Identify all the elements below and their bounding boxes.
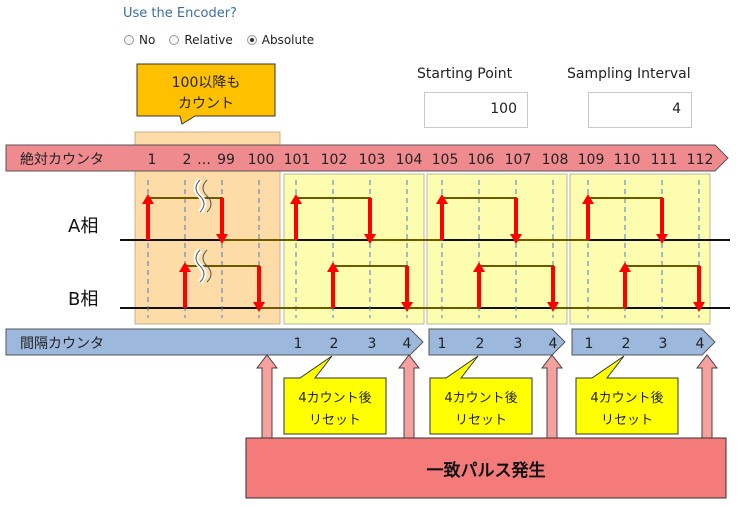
- interval-count-1-3: 4: [549, 336, 558, 352]
- radio-relative-label: Relative: [184, 33, 233, 47]
- callout-top-line2: カウント: [178, 96, 234, 112]
- radio-absolute[interactable]: Absolute: [246, 33, 315, 47]
- radio-no[interactable]: No: [124, 33, 155, 47]
- match-pulse-box: [245, 437, 727, 499]
- match-pulse-label: 一致パルス発生: [427, 460, 546, 481]
- interval-count-2-2: 3: [659, 336, 668, 352]
- phase-a-falling-edge-2: [510, 198, 522, 244]
- radio-relative-circle[interactable]: [169, 35, 180, 45]
- reset-callout-line1-0: 4カウント後: [298, 391, 371, 406]
- phase-b-rising-edge-1: [327, 262, 339, 308]
- phase-b-rising-edge-0: [179, 262, 191, 308]
- absolute-count-16: 112: [687, 152, 714, 168]
- interval-count-2-1: 2: [622, 336, 631, 352]
- absolute-count-9: 105: [432, 152, 459, 168]
- callout-continue-count: 100以降も カウント: [136, 63, 276, 125]
- absolute-count-4: 100: [248, 152, 275, 168]
- interval-count-0-1: 2: [330, 336, 339, 352]
- phase-a-rising-edge-3: [582, 194, 594, 240]
- radio-absolute-circle[interactable]: [246, 35, 257, 45]
- interval-count-0-2: 3: [368, 336, 377, 352]
- absolute-count-0: 1: [148, 152, 157, 168]
- callout-top-line1: 100以降も: [172, 75, 241, 91]
- absolute-count-12: 108: [542, 152, 569, 168]
- pulse-arrow-0: [255, 354, 279, 439]
- phase-b-rising-edge-2: [473, 262, 485, 308]
- interval-count-2-0: 1: [585, 336, 594, 352]
- interval-count-0-0: 1: [294, 336, 303, 352]
- absolute-count-1: 2: [183, 152, 192, 168]
- absolute-count-15: 111: [651, 152, 678, 168]
- absolute-count-11: 107: [505, 152, 532, 168]
- interval-count-1-1: 2: [476, 336, 485, 352]
- region-interval-3: [569, 173, 711, 325]
- phase-a-rising-edge-2: [436, 194, 448, 240]
- interval-count-2-3: 4: [696, 336, 705, 352]
- absolute-count-8: 104: [396, 152, 423, 168]
- phase-a-falling-edge-3: [656, 198, 668, 244]
- absolute-counter-label: 絶対カウンタ: [20, 152, 104, 168]
- phase-a-falling-edge-0: [216, 198, 228, 244]
- starting-point-input[interactable]: 100: [424, 92, 528, 128]
- interval-count-1-0: 1: [438, 336, 447, 352]
- break-mark-a: [193, 178, 212, 214]
- absolute-count-3: 99: [217, 152, 235, 168]
- absolute-count-14: 110: [614, 152, 641, 168]
- reset-callout-line1-1: 4カウント後: [444, 391, 517, 406]
- reset-callout-line2-0: リセット: [309, 413, 361, 428]
- encoder-question: Use the Encoder?: [123, 6, 237, 21]
- starting-point-label: Starting Point: [417, 66, 513, 82]
- phase-b-falling-edge-0: [253, 266, 265, 312]
- phase-a-label: A相: [68, 216, 98, 237]
- phase-b-falling-edge-3: [693, 266, 705, 312]
- phase-a-rising-edge-1: [290, 194, 302, 240]
- sampling-interval-label: Sampling Interval: [567, 66, 691, 82]
- phase-b-falling-edge-1: [401, 266, 413, 312]
- phase-a-falling-edge-1: [364, 198, 376, 244]
- interval-count-0-3: 4: [403, 336, 412, 352]
- interval-counter-bar: 間隔カウンタ 1 2 3 4 1 2 3 4 1 2 3 4: [5, 328, 716, 356]
- phase-b-rising-edge-3: [619, 262, 631, 308]
- radio-relative[interactable]: Relative: [169, 33, 233, 47]
- phase-b-label: B相: [68, 289, 98, 310]
- reset-callout-line1-2: 4カウント後: [590, 391, 663, 406]
- pulse-arrow-2: [540, 354, 564, 439]
- sampling-interval-input[interactable]: 4: [588, 92, 692, 128]
- phase-a-rising-edge-0: [142, 194, 154, 240]
- pulse-arrow-3: [695, 354, 719, 439]
- absolute-count-5: 101: [284, 152, 311, 168]
- encoder-radio-group: No Relative Absolute: [124, 33, 328, 47]
- absolute-count-10: 106: [468, 152, 495, 168]
- region-interval-2: [426, 173, 568, 325]
- radio-absolute-label: Absolute: [261, 33, 315, 47]
- reset-callout-line2-2: リセット: [601, 413, 653, 428]
- radio-no-label: No: [139, 33, 156, 47]
- pulse-arrow-1: [397, 354, 421, 439]
- region-interval-1: [283, 173, 425, 325]
- interval-count-1-2: 3: [514, 336, 523, 352]
- phase-b-falling-edge-2: [547, 266, 559, 312]
- absolute-count-13: 109: [578, 152, 605, 168]
- absolute-count-6: 102: [321, 152, 348, 168]
- absolute-count-2: …: [197, 152, 211, 168]
- interval-counter-label: 間隔カウンタ: [20, 336, 104, 352]
- radio-no-circle[interactable]: [124, 35, 134, 45]
- break-mark-b: [193, 248, 212, 284]
- absolute-count-7: 103: [359, 152, 386, 168]
- absolute-counter-bar: 絶対カウンタ 1 2 … 99 100 101 102 103 104 105 106 107 108 1…: [5, 144, 729, 172]
- reset-callout-line2-1: リセット: [455, 413, 507, 428]
